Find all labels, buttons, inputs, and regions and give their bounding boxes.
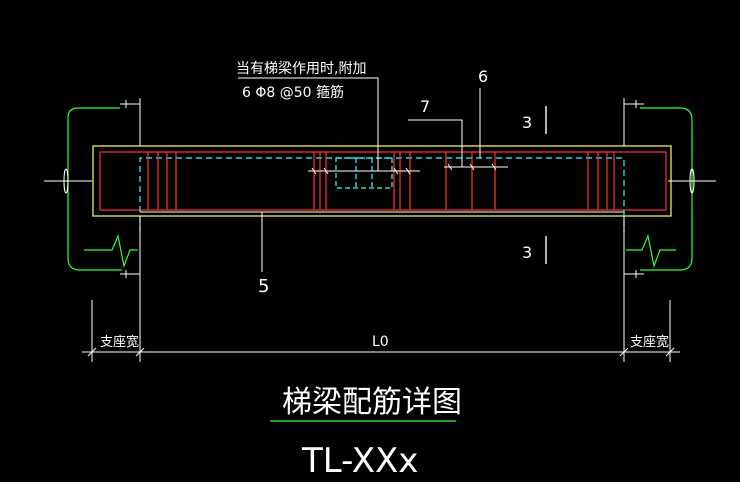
- support-lines: [91, 98, 671, 362]
- annotation-line2: 6 Φ8 @50 箍筋: [242, 84, 344, 101]
- stirrups-left: [147, 152, 177, 210]
- stirrups-middle: [313, 152, 411, 210]
- annotation-line1: 当有梯梁作用时,附加: [236, 61, 366, 77]
- dim-span: L0: [372, 334, 389, 350]
- bar7-marker: [444, 163, 508, 171]
- label-bar7: 7: [420, 97, 430, 116]
- beam-body: [99, 151, 667, 211]
- drawing-title: 梯梁配筋详图: [282, 385, 462, 420]
- stirrups-right-middle: [445, 152, 496, 210]
- stirrups-right: [587, 152, 615, 210]
- axis-marks: [44, 100, 716, 278]
- dim-support-right: 支座宽: [630, 334, 669, 350]
- label-bar6: 6: [478, 67, 488, 86]
- beam-outline: [92, 145, 672, 217]
- label-section-top: 3: [522, 113, 532, 132]
- leader-lines: [238, 77, 481, 272]
- right-support-break: [626, 107, 693, 271]
- top-rebar-dashed: [139, 157, 625, 232]
- label-bar5: 5: [258, 276, 269, 297]
- dim-support-left: 支座宽: [100, 334, 139, 350]
- label-section-bottom: 3: [522, 243, 532, 262]
- additional-stirrup-marker: [308, 167, 420, 175]
- left-support-break: [67, 107, 138, 271]
- stair-beam-insert: [335, 157, 393, 189]
- dimension-line: [82, 347, 680, 357]
- drawing-code: TL-XXx: [301, 441, 418, 481]
